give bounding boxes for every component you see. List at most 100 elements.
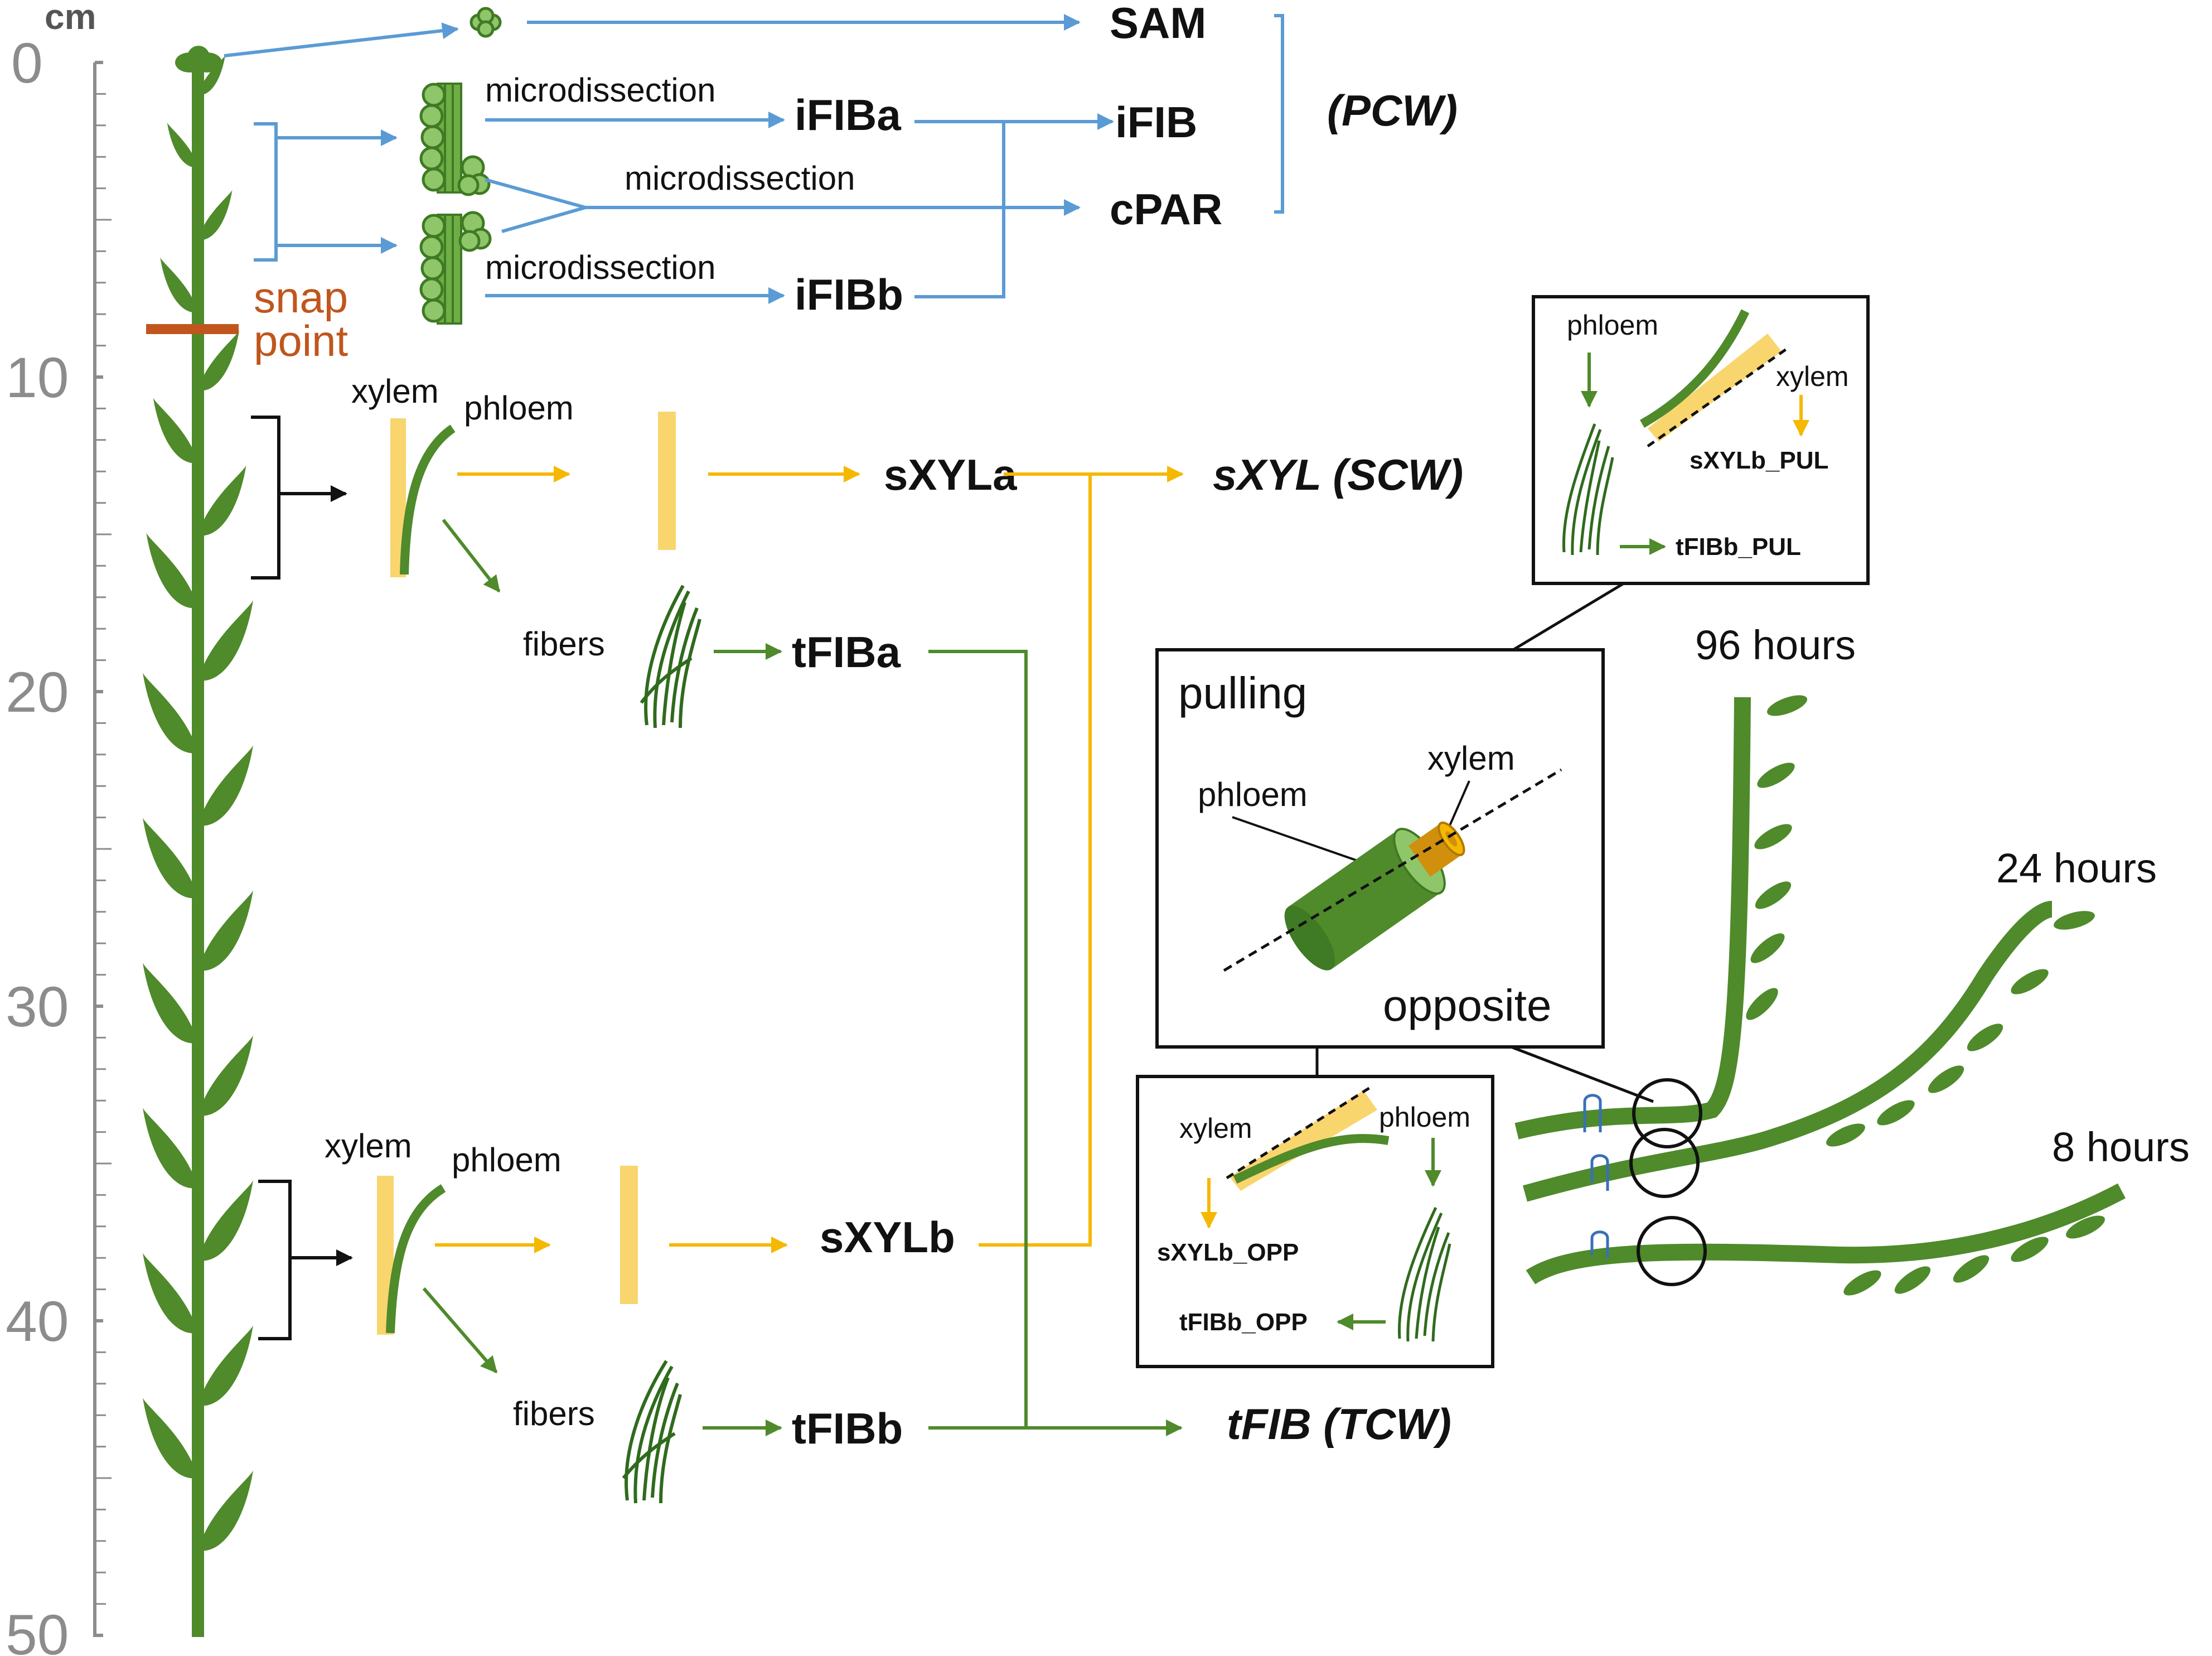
ruler-tick-30: 30 [6,975,69,1039]
plant-leaf [198,745,254,826]
bend-circle-24h [1629,1128,1700,1198]
inset-main: pulling opposite phloem xylem [1155,648,1605,1049]
label-tfibb: tFIBb [792,1404,903,1453]
plant-leaf [198,1035,254,1116]
label-phloem-a: phloem [464,389,574,427]
stem-leaf [1750,933,1785,963]
label-microdissection-top: microdissection [485,71,715,109]
plant-leaf [160,257,198,313]
leaves-24h [1826,911,2095,1147]
stem-leaf [1757,762,1795,788]
plant-leaves [142,55,254,1551]
inset-opp-phloem-strip [1233,1134,1390,1184]
secondary-section-a: xylem phloem sXYLa sXYL (SCW) fibers tFI… [251,373,1463,728]
plant-leaf [167,122,198,168]
stem-leaf [1894,1266,1931,1294]
inset-pul-phloem-strip [1640,309,1750,428]
ruler-tick-40: 40 [6,1290,69,1353]
stem-leaf [2011,969,2049,994]
secondary-section-b: xylem phloem sXYLb fibers tFIBb tFIB (TC… [258,474,1451,1504]
bent-stems: 96 hours 24 hours 8 hours [1514,622,2190,1296]
tissue-section-bottom-icon [419,211,492,325]
stem-leaf [1754,824,1792,849]
plant-leaf [198,190,233,240]
fibers-a-icon [640,585,701,728]
label-sxylb: sXYLb [820,1213,955,1262]
label-cpar: cPAR [1110,185,1222,234]
plant-leaf [142,962,198,1044]
inset-opp-cut-line [1226,1085,1373,1180]
stem-leaf [1843,1270,1881,1296]
label-pcw: (PCW) [1327,86,1458,135]
ruler-tick-20: 20 [6,660,69,724]
inset-main-connector [1511,1045,1654,1103]
stem-leaf [1877,1100,1915,1126]
snap-label-1: snap [254,273,348,322]
plant-leaf [198,1180,254,1261]
stem-leaf [1766,695,1808,716]
connector-ifibb-to-ifib [914,122,1005,298]
inset-pul-xylem-strip [1648,334,1782,442]
stem-leaf [2066,1215,2105,1239]
inset-opp-fibers-icon [1397,1206,1451,1342]
label-tfiba: tFIBa [792,627,901,677]
inset-pul-fibers-icon [1562,423,1614,556]
label-ifib: iFIB [1115,98,1197,147]
inset-pul-cut-line [1647,347,1788,448]
label-fibers-b: fibers [513,1395,595,1432]
bracket-b [258,1180,292,1340]
plant-leaf [142,817,198,899]
primary-section: SAM [224,0,1458,325]
plant-leaf [198,1325,254,1406]
leaves-8h [1843,1215,2105,1296]
inset-main-xylem-pointer [1449,780,1470,826]
ruler: cm 0 10 20 30 40 50 [6,0,112,1656]
stem-leaf [1928,1065,1964,1093]
inset-main-xylem: xylem [1427,740,1515,777]
label-sxyla: sXYLa [884,450,1017,499]
label-96-hours: 96 hours [1695,622,1856,668]
label-fibers-a: fibers [523,625,605,663]
inset-pul-phloem: phloem [1567,310,1658,341]
plant-leaf [153,398,198,464]
inset-opp-xylem: xylem [1179,1113,1252,1144]
leaves-96h [1746,695,1808,1020]
label-8-hours: 8 hours [2052,1124,2190,1170]
tissue-section-top-icon [419,83,491,196]
plant-leaf [142,1397,198,1479]
inset-main-pulling: pulling [1178,668,1307,718]
inset-pul-connector [1511,582,1625,652]
connector-sxylb-to-sxyl [979,474,1092,1247]
label-ifiba: iFIBa [795,90,901,139]
stem-leaf [1967,1023,2003,1051]
label-sam: SAM [1110,0,1206,47]
xylem-isolated-a [658,412,676,550]
ruler-tick-0: 0 [11,31,43,95]
ruler-ticks [95,61,112,1637]
merge-lines [485,178,592,233]
ruler-tick-50: 50 [6,1603,69,1656]
plant-leaf [198,1470,254,1551]
stem-leaf [1953,1255,1990,1283]
plant-leaf [198,600,254,681]
snap-point: snap point [146,273,348,365]
xylem-isolated-b [620,1166,638,1304]
bracket-a [251,416,280,580]
inset-main-opposite: opposite [1383,981,1551,1030]
bend-circle-96h [1632,1078,1702,1148]
plant-leaf [142,672,198,754]
plant-leaf [198,330,240,391]
connector-tfiba-to-tfib [928,650,1028,1428]
support-96h [1583,1094,1602,1132]
label-xylem-b: xylem [325,1127,412,1165]
arrow-to-fibers-a [442,519,501,593]
inset-main-cut-line [1223,768,1562,972]
label-sxyl-scw: sXYL (SCW) [1213,450,1463,499]
phloem-strip-b [386,1184,446,1334]
plant-leaf [198,465,246,536]
inset-pul-tfib: tFIBb_PUL [1676,533,1801,561]
plant-leaf [142,1252,198,1334]
label-xylem-a: xylem [351,373,439,410]
inset-opposite: xylem phloem sXYLb_OPP tFIBb_OPP [1136,1075,1494,1368]
